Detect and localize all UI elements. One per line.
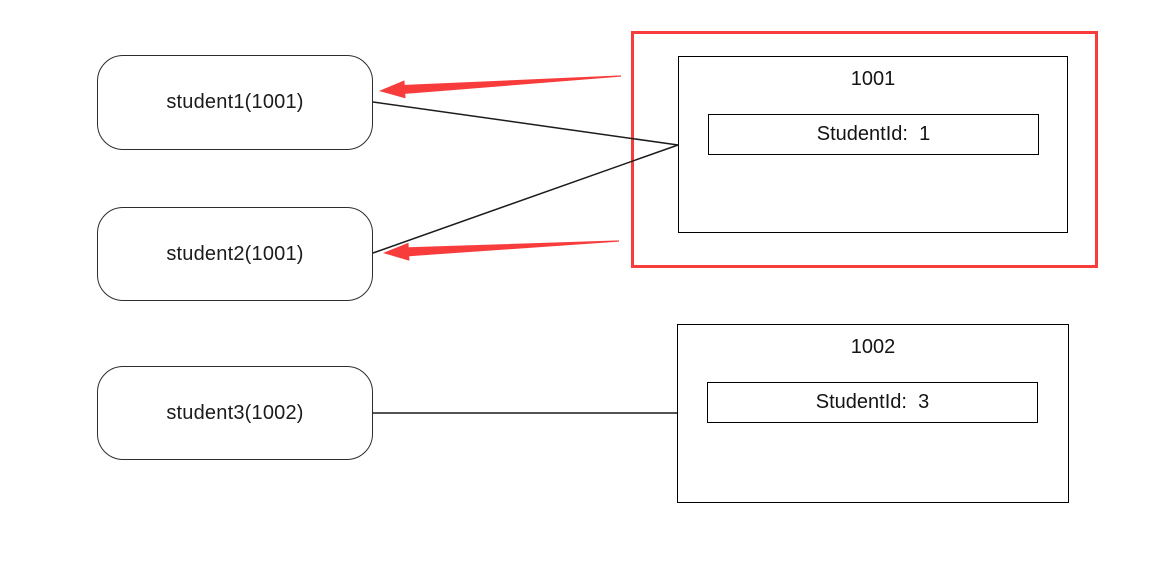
student-node-1-label: student1(1001) [166,91,304,113]
student-node-2: student2(1001) [97,207,373,301]
object-box-1002-field: StudentId: 3 [707,382,1038,423]
object-box-1001: 1001 StudentId: 1 [678,56,1068,233]
object-box-1001-field: StudentId: 1 [708,114,1039,155]
annotation-arrow-1 [379,75,621,99]
student-node-1: student1(1001) [97,55,373,150]
object-box-1001-field-text: StudentId: 1 [816,123,931,145]
object-box-1002: 1002 StudentId: 3 [677,324,1069,503]
student-node-3: student3(1002) [97,366,373,460]
object-box-1002-title: 1002 [850,336,896,358]
object-box-1001-title: 1001 [850,68,896,90]
student-node-3-label: student3(1002) [166,401,304,424]
object-box-1002-field-text: StudentId: 3 [815,391,930,413]
annotation-arrow-2 [383,240,619,261]
student-node-2-label: student2(1001) [166,242,304,265]
